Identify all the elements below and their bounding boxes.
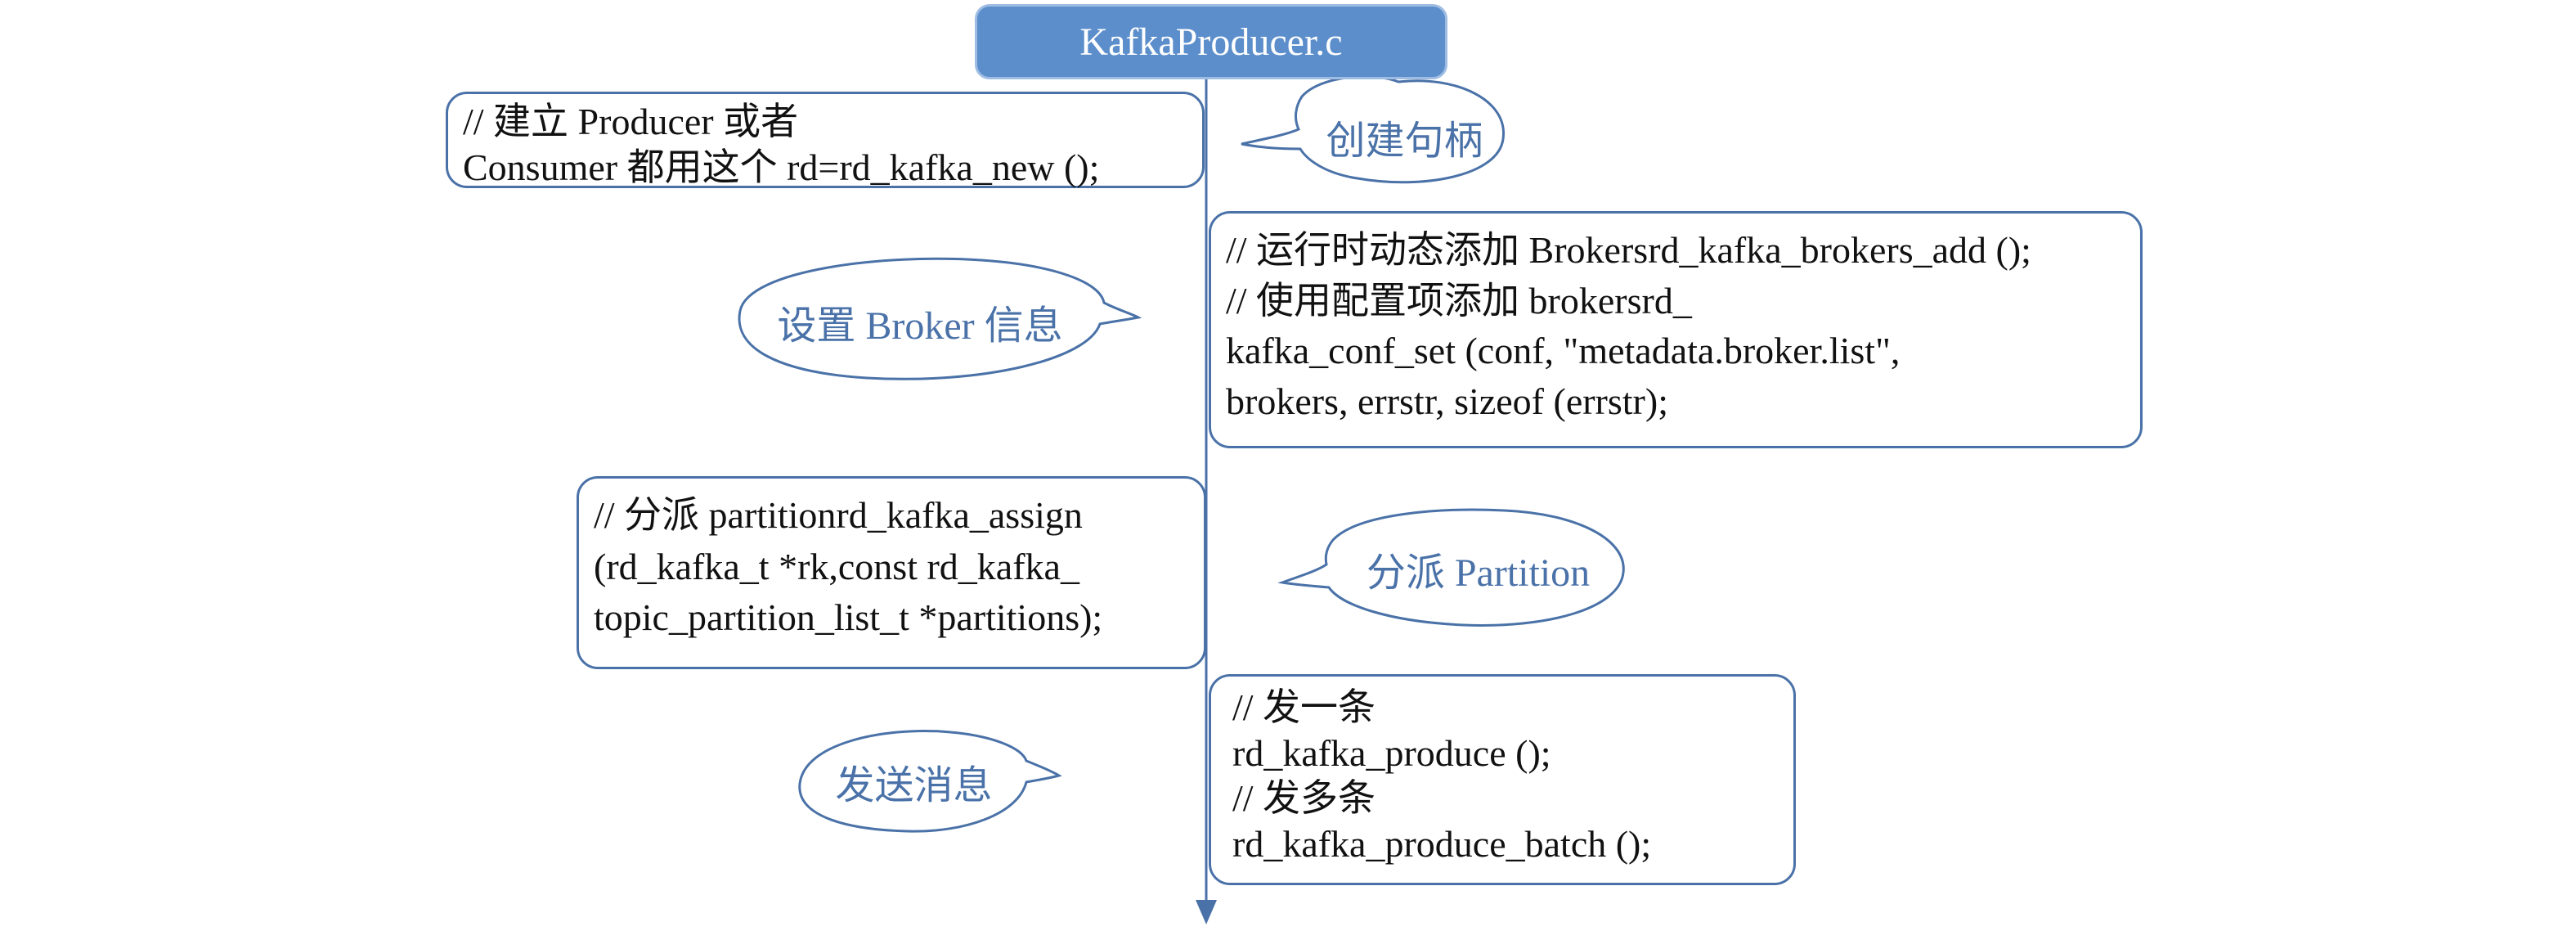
diagram-title: KafkaProducer.c: [975, 4, 1447, 79]
code-line: Consumer 都用这个 rd=rd_kafka_new ();: [463, 146, 1100, 189]
bubble-label-set-broker: 设置 Broker 信息: [777, 304, 1063, 348]
code-line: // 使用配置项添加 brokersrd_: [1226, 279, 1692, 322]
timeline-arrowhead: [1196, 900, 1217, 924]
code-line: // 建立 Producer 或者: [463, 101, 799, 142]
code-line: kafka_conf_set (conf, "metadata.broker.l…: [1226, 330, 1901, 372]
bubble-set-broker-shape: [738, 257, 1142, 380]
code-box-assign-partition: // 分派 partitionrd_kafka_assign (rd_kafka…: [577, 476, 1206, 669]
code-line: // 分派 partitionrd_kafka_assign: [594, 494, 1083, 536]
code-box-create-handle: // 建立 Producer 或者 Consumer 都用这个 rd=rd_ka…: [446, 92, 1205, 188]
code-line: rd_kafka_produce_batch ();: [1232, 822, 1652, 865]
bubble-assign-partition-shape: [1277, 508, 1625, 627]
code-line: // 发一条: [1232, 686, 1376, 728]
code-line: (rd_kafka_t *rk,const rd_kafka_: [594, 545, 1079, 587]
bubble-create-handle-shape: [1241, 75, 1505, 184]
code-line: // 运行时动态添加 Brokersrd_kafka_brokers_add (…: [1226, 229, 2031, 271]
code-line: // 发多条: [1232, 777, 1376, 820]
code-line: brokers, errstr, sizeof (errstr);: [1226, 380, 1668, 422]
code-line: topic_partition_list_t *partitions);: [594, 596, 1103, 639]
bubble-label-assign-partition: 分派 Partition: [1366, 551, 1591, 595]
code-line: rd_kafka_produce ();: [1232, 731, 1551, 774]
bubble-label-create-handle: 创建句柄: [1326, 119, 1483, 163]
code-box-set-broker: // 运行时动态添加 Brokersrd_kafka_brokers_add (…: [1209, 211, 2143, 448]
bubble-label-send-message: 发送消息: [835, 764, 993, 807]
code-box-send-message: // 发一条 rd_kafka_produce (); // 发多条 rd_ka…: [1209, 674, 1796, 885]
bubble-send-message-shape: [798, 729, 1062, 833]
